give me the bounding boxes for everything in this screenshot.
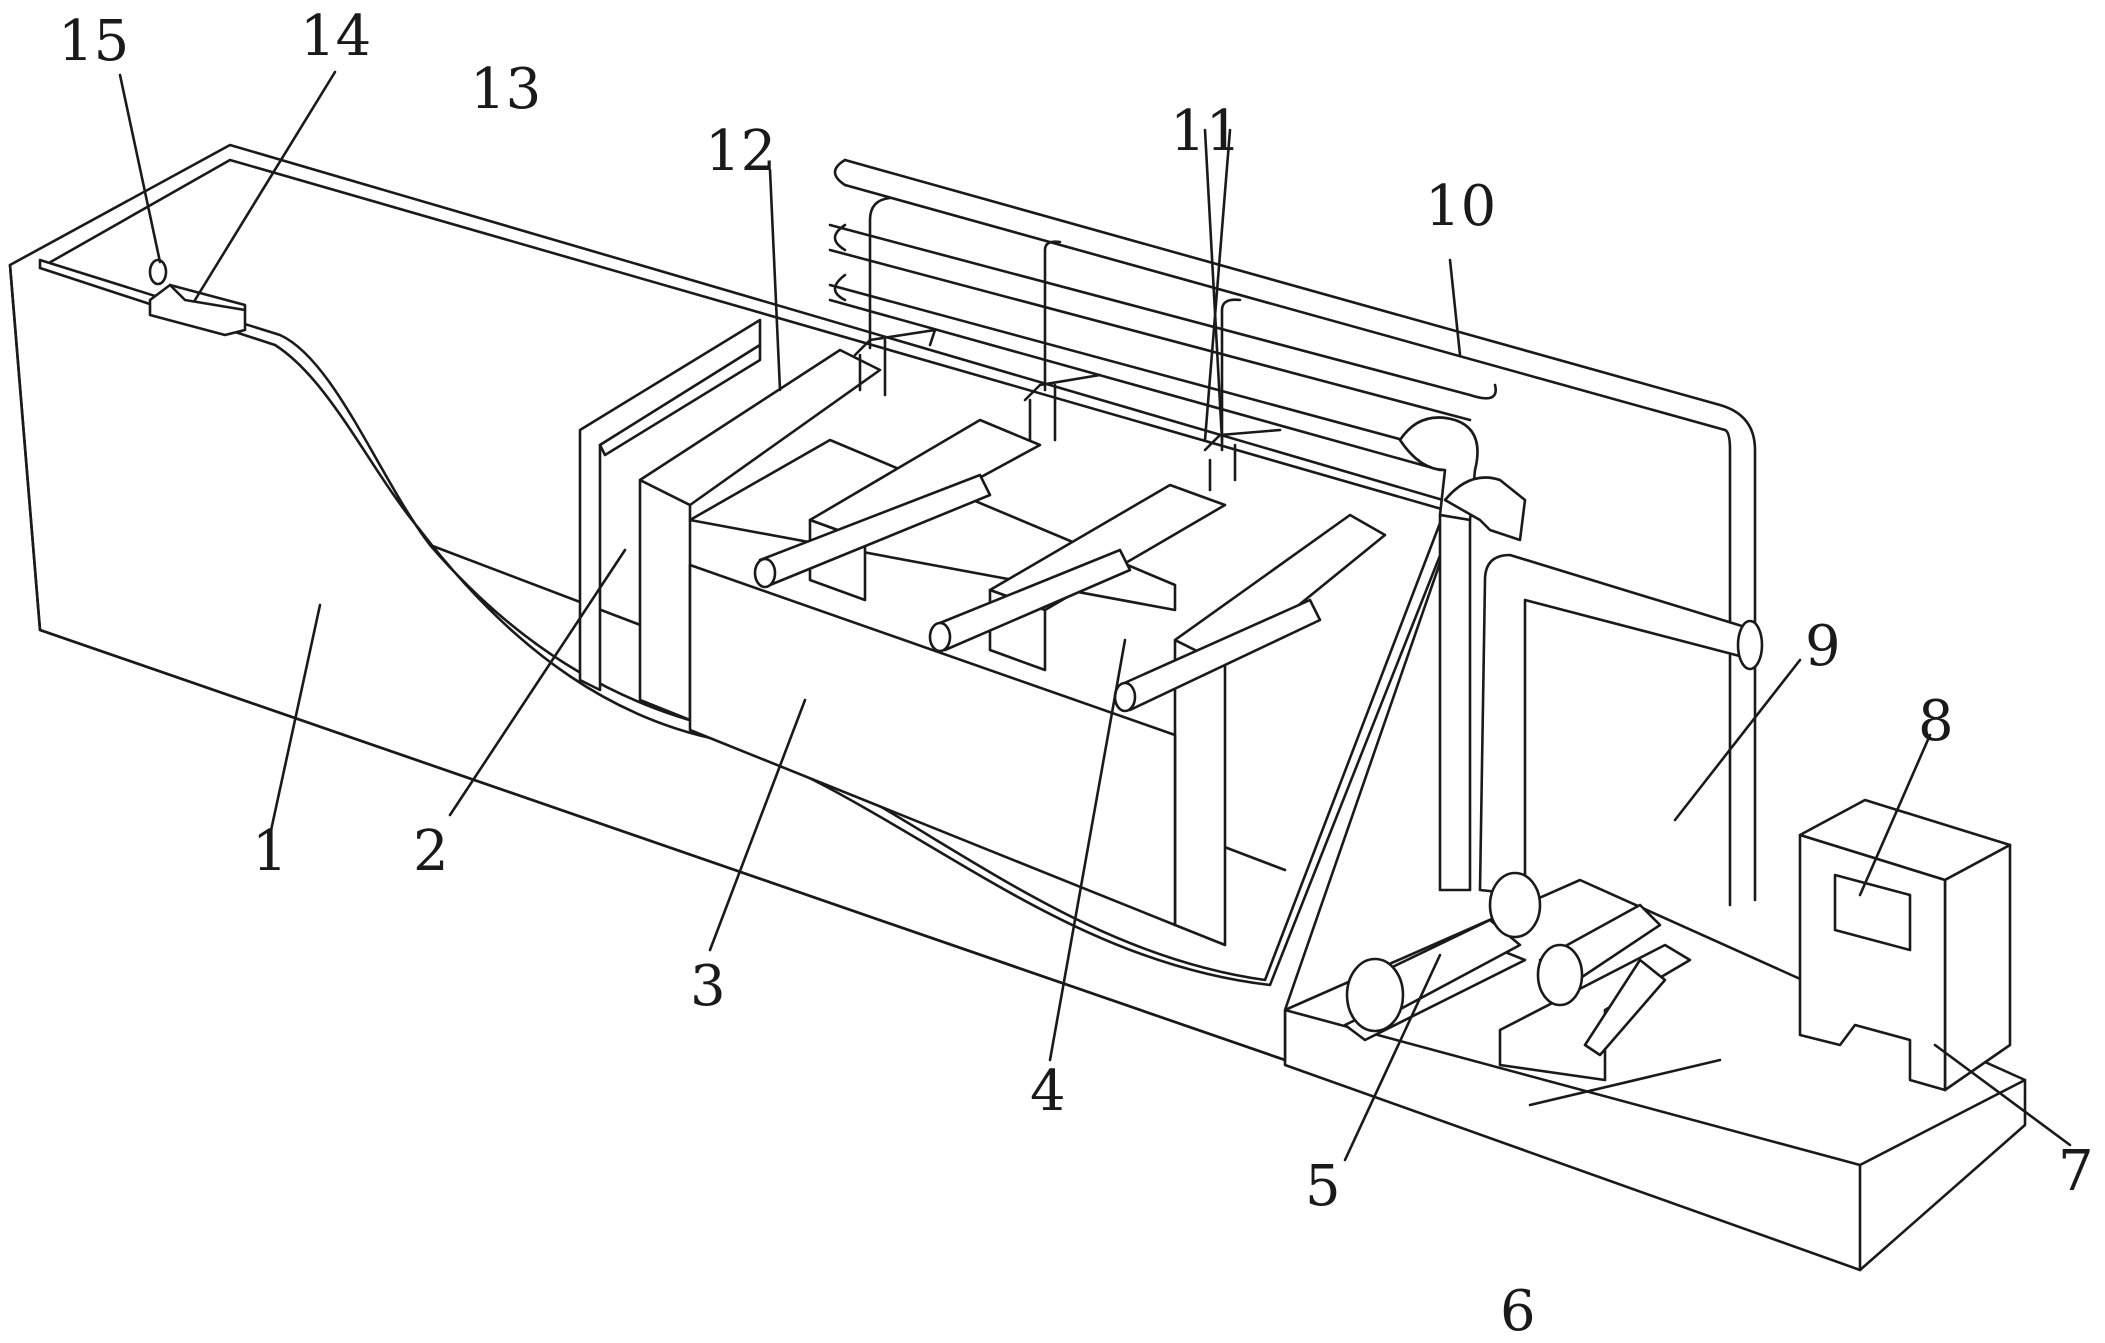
- label-6: 6: [1500, 1279, 1536, 1343]
- label-12: 12: [705, 119, 776, 184]
- label-7: 7: [2058, 1139, 2094, 1204]
- label-11: 11: [1170, 99, 1241, 164]
- inlet-box: [148, 258, 247, 337]
- label-14: 14: [300, 4, 371, 69]
- pump-left: [1343, 871, 1542, 1042]
- control-cabinet: [1798, 798, 2012, 1092]
- electrolysis-frame: [578, 318, 1387, 947]
- label-13: 13: [470, 57, 541, 122]
- label-8: 8: [1918, 689, 1954, 754]
- label-3: 3: [690, 954, 726, 1019]
- electrode-pipes: [853, 196, 1282, 492]
- outlet-pipe: [1398, 416, 1764, 897]
- label-9: 9: [1805, 614, 1841, 679]
- label-4: 4: [1030, 1059, 1066, 1124]
- label-10: 10: [1425, 174, 1496, 239]
- pump-right: [1498, 903, 1692, 1082]
- label-1: 1: [252, 819, 288, 884]
- label-15: 15: [58, 9, 129, 74]
- label-2: 2: [413, 819, 449, 884]
- cabinet-display-screen: [1833, 873, 1912, 952]
- return-pipe-loop: [828, 158, 1757, 907]
- sensor-ellipse: [148, 258, 168, 286]
- label-5: 5: [1305, 1154, 1341, 1219]
- leader-lines: [118, 70, 2072, 1162]
- part-labels: 15 14 13 12 11 10 9 8 7 6 5 4 3 2 1: [58, 4, 2094, 1343]
